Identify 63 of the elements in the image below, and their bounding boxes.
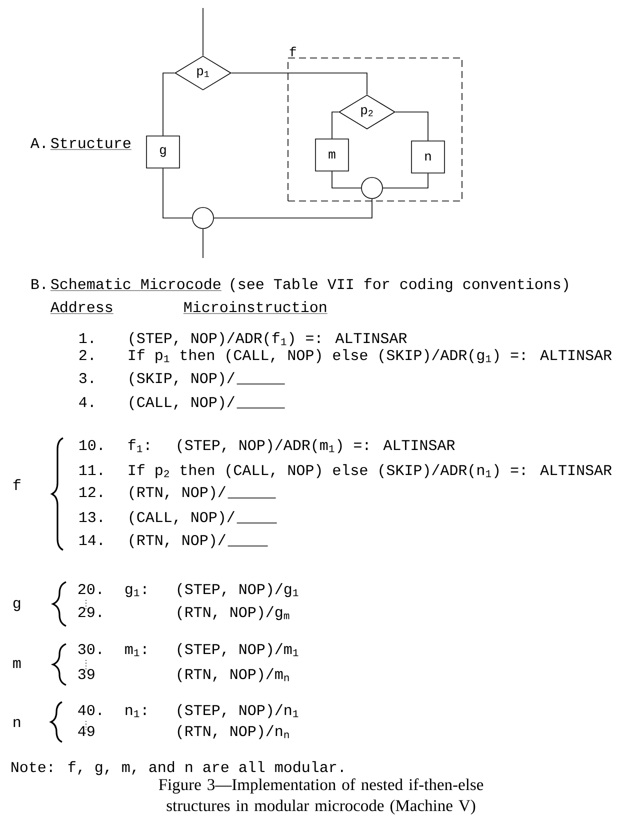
module-name: m — [13, 660, 21, 668]
node-label: f — [290, 46, 296, 56]
address-number: 13. — [79, 512, 102, 522]
microinstruction: (STEP, NOP)/m$_{1}$ — [178, 643, 298, 658]
microinstruction: (CALL, NOP)/ — [130, 511, 235, 526]
address-number: 20. — [78, 584, 101, 594]
connector-circle — [192, 207, 214, 229]
module-name: f — [13, 479, 20, 490]
address-number: 4. — [79, 397, 93, 407]
connector-line — [395, 112, 428, 142]
process-box: m — [315, 138, 349, 172]
column-heading: Microinstruction — [183, 301, 328, 314]
address-number: 12. — [79, 486, 102, 497]
connector-line — [202, 8, 204, 56]
microinstruction: (RTN, NOP)/ — [130, 486, 226, 500]
connector-line — [332, 112, 339, 140]
process-box: g — [146, 136, 180, 168]
process-box: n — [411, 140, 445, 174]
note-text: (see Table VII for coding conventions) — [230, 278, 568, 292]
microinstruction: (RTN, NOP)/m$_{n}$ — [178, 668, 289, 682]
microinstruction: (STEP, NOP)/ADR(f$_{1}$) =: ALTINSAR — [130, 332, 407, 346]
connector-line — [231, 72, 368, 95]
column-heading: Address — [50, 301, 114, 314]
caption: Figure 3—Implementation of nested if-then-else structures in modular microcode (Machine V) — [158, 778, 484, 815]
address-number: 10. — [79, 440, 102, 450]
address-number: 2. — [79, 350, 93, 360]
microinstruction: (CALL, NOP)/ — [130, 396, 235, 410]
microinstruction: If p$_{2}$ then (CALL, NOP) else (SKIP)/ADR(n$_{1}$) =: ALTINSAR — [128, 464, 612, 478]
address-number: 49 — [78, 726, 94, 736]
section-letter: A. — [30, 138, 45, 148]
entry-label: f$_{1}$: — [128, 439, 149, 452]
microinstruction: (SKIP, NOP)/ — [130, 372, 235, 386]
module-name: n — [14, 718, 20, 727]
connector-circle — [361, 177, 383, 199]
entry-label: n$_{1}$: — [126, 706, 146, 718]
connector-line — [162, 168, 192, 218]
note-text: Note: f, g, m, and n are all modular. — [12, 761, 343, 776]
microinstruction: (RTN, NOP)/ — [130, 534, 226, 548]
microinstruction: (RTN, NOP)/n$_{n}$ — [178, 725, 289, 740]
connector-line — [202, 228, 204, 258]
microinstruction: (STEP, NOP)/n$_{1}$ — [178, 704, 298, 718]
address-number: 30. — [78, 644, 101, 654]
address-number: 40. — [78, 704, 101, 716]
address-number: 14. — [79, 535, 102, 545]
microinstruction: If p$_{1}$ then (CALL, NOP) else (SKIP)/ADR(g$_{1}$) =: ALTINSAR — [128, 349, 612, 364]
module-name: g — [13, 600, 20, 612]
connector-line — [382, 173, 428, 188]
entry-label: g$_{1}$: — [125, 586, 146, 598]
address-number: 11. — [79, 465, 102, 475]
connector-line — [162, 72, 175, 136]
microinstruction: (STEP, NOP)/ADR(m$_{1}$) =: ALTINSAR — [178, 439, 455, 454]
address-number: 39 — [78, 668, 94, 680]
connector-line — [332, 171, 362, 188]
section-heading: Schematic Microcode — [50, 278, 222, 291]
entry-label: m$_{1}$: — [125, 646, 146, 656]
microinstruction: (RTN, NOP)/g$_{m}$ — [178, 606, 290, 620]
address-number: 1. — [79, 333, 93, 343]
address-number: 29. — [78, 606, 101, 618]
address-number: 3. — [79, 372, 93, 384]
connector-line — [214, 198, 372, 218]
section-heading: Structure — [50, 138, 132, 150]
microinstruction: (STEP, NOP)/g$_{1}$ — [178, 583, 298, 598]
section-letter: B. — [32, 279, 45, 289]
